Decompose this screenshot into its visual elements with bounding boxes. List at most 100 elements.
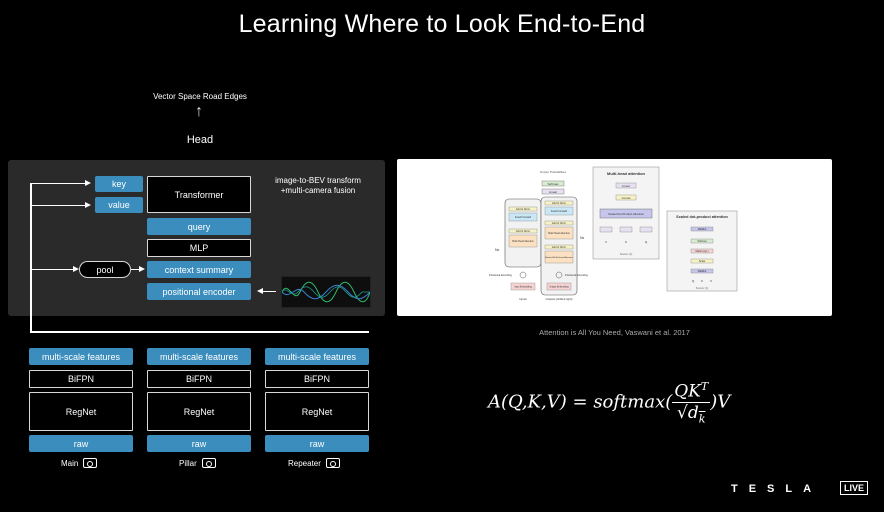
- fig-mh-scaled-dot: Scaled Dot-Product Attention: [608, 212, 644, 216]
- key-connector: [31, 183, 85, 184]
- formula-tail: )V: [710, 391, 731, 413]
- fig-input-embedding: Input Embedding: [514, 286, 532, 289]
- output-label: Vector Space Road Edges: [153, 92, 247, 101]
- annotation-line-2: +multi-camera fusion: [280, 186, 356, 195]
- fig-enc-add-norm-1: Add & Norm: [516, 207, 530, 211]
- pool-arrow-icon: [73, 266, 79, 272]
- transformer-architecture-figure: Output Probabilities Softmax Linear Add …: [489, 166, 738, 301]
- bifpn-pillar: BiFPN: [147, 370, 251, 388]
- fig-output-embedding: Output Embedding: [549, 286, 569, 289]
- feature-bus-vertical: [30, 183, 32, 333]
- camera-name-repeater: Repeater: [288, 458, 321, 468]
- transformer-paper-figure: Output Probabilities Softmax Linear Add …: [397, 159, 832, 316]
- fig-dec-masked-multihead: Masked Multi-Head Attention: [545, 256, 574, 259]
- value-box: value: [95, 197, 143, 213]
- tesla-logo: TESLA: [731, 483, 823, 495]
- formula-denominator: √dk: [677, 402, 706, 426]
- formula-numerator: QKT: [672, 380, 711, 403]
- fig-sd-matmul-bottom: MatMul: [698, 269, 707, 273]
- formula-subscript: k: [698, 412, 706, 426]
- fig-sd-matmul-top: MatMul: [698, 227, 707, 231]
- fig-pos-enc-right: Positional Encoding: [565, 273, 588, 277]
- multi-scale-features-pillar: multi-scale features: [147, 348, 251, 365]
- camera-label-main: Main: [61, 458, 98, 468]
- slide-title: Learning Where to Look End-to-End: [238, 10, 646, 38]
- fig-multihead-title: Multi-head attention: [607, 171, 646, 176]
- mlp-box: MLP: [147, 239, 251, 257]
- sinusoid-wave-icon: [281, 281, 371, 303]
- fig-dec-multihead: Multi-Head Attention: [548, 232, 570, 235]
- bifpn-main: BiFPN: [29, 370, 133, 388]
- query-box: query: [147, 218, 251, 235]
- fig-dec-add-norm-3: Add & Norm: [552, 245, 566, 249]
- fig-dec-add-norm-2: Add & Norm: [552, 221, 566, 225]
- camera-name-main: Main: [61, 458, 79, 468]
- bifpn-repeater: BiFPN: [265, 370, 369, 388]
- feature-bus-horizontal: [30, 331, 369, 333]
- fig-enc-add-norm-2: Add & Norm: [516, 229, 530, 233]
- regnet-repeater: RegNet: [265, 392, 369, 431]
- camera-label-pillar: Pillar: [179, 458, 216, 468]
- value-arrow-icon: [85, 202, 91, 208]
- fig-linear-top: Linear: [549, 190, 557, 194]
- fig-mh-ref: Source: [1]: [620, 252, 633, 256]
- context-connector: [131, 269, 139, 270]
- fig-output-probabilities: Output Probabilities: [540, 170, 567, 174]
- up-arrow-icon: ↑: [195, 103, 203, 120]
- fig-inputs: Inputs: [519, 297, 527, 301]
- fig-sd-v: V: [710, 279, 712, 283]
- pos-enc-arrow-icon: [257, 288, 263, 294]
- camera-label-repeater: Repeater: [288, 458, 340, 468]
- fig-enc-feed-forward: Feed Forward: [515, 215, 532, 219]
- context-summary-box: context summary: [147, 261, 251, 278]
- raw-repeater: raw: [265, 435, 369, 452]
- regnet-pillar: RegNet: [147, 392, 251, 431]
- formula-fraction: QKT√dk: [672, 380, 711, 426]
- fig-sd-scale: Scale: [699, 259, 706, 263]
- paper-caption: Attention is All You Need, Vaswani et al…: [539, 328, 690, 337]
- positional-encoder-box: positional encoder: [147, 283, 251, 300]
- raw-pillar: raw: [147, 435, 251, 452]
- pool-box: pool: [79, 261, 131, 278]
- fig-sd-mask: Mask (opt.): [696, 249, 709, 253]
- pos-enc-connector: [262, 291, 276, 292]
- head-label: Head: [186, 134, 214, 146]
- formula-num-text: QK: [674, 381, 701, 402]
- fig-sd-q: Q: [692, 279, 695, 283]
- multi-scale-features-repeater: multi-scale features: [265, 348, 369, 365]
- camera-icon: [325, 458, 340, 468]
- attention-formula: A(Q,K,V) = softmax(QKT√dk)V: [488, 380, 730, 425]
- formula-transpose: T: [700, 380, 709, 393]
- formula-sqrt-body: dk: [687, 402, 706, 426]
- key-arrow-icon: [85, 180, 91, 186]
- multi-scale-features-main: multi-scale features: [29, 348, 133, 365]
- fig-softmax-top: Softmax: [547, 182, 559, 186]
- key-box: key: [95, 176, 143, 192]
- fig-enc-multihead: Multi-Head Attention: [512, 240, 534, 243]
- fig-dec-feed-forward: Feed Forward: [551, 209, 568, 213]
- fig-mh-k: K: [625, 240, 627, 244]
- fig-mh-v: V: [605, 240, 607, 244]
- fig-pos-enc-left: Positional Encoding: [489, 273, 512, 277]
- fig-scaled-title: Scaled dot-product attention: [676, 215, 728, 219]
- fig-sd-softmax: Softmax: [697, 239, 707, 243]
- camera-icon: [201, 458, 216, 468]
- positional-wave-image: [281, 276, 371, 308]
- fig-mh-linear: Linear: [622, 184, 630, 188]
- camera-name-pillar: Pillar: [179, 458, 197, 468]
- annotation-line-1: image-to-BEV transform: [275, 176, 361, 185]
- pool-connector: [31, 269, 73, 270]
- context-arrow-icon: [139, 266, 145, 272]
- fusion-annotation: image-to-BEV transform +multi-camera fus…: [258, 176, 378, 196]
- camera-icon: [83, 458, 98, 468]
- fig-nx-right: Nx: [580, 236, 585, 240]
- live-badge: LIVE: [840, 481, 869, 495]
- regnet-main: RegNet: [29, 392, 133, 431]
- transformer-box: Transformer: [147, 176, 251, 213]
- formula-lhs: A(Q,K,V) = softmax(: [488, 391, 673, 413]
- formula-den-text: d: [687, 402, 699, 423]
- fig-dec-add-norm-1: Add & Norm: [552, 201, 566, 205]
- fig-sd-ref: Source: [1]: [696, 286, 709, 290]
- raw-main: raw: [29, 435, 133, 452]
- fig-outputs: Outputs (shifted right): [546, 297, 573, 301]
